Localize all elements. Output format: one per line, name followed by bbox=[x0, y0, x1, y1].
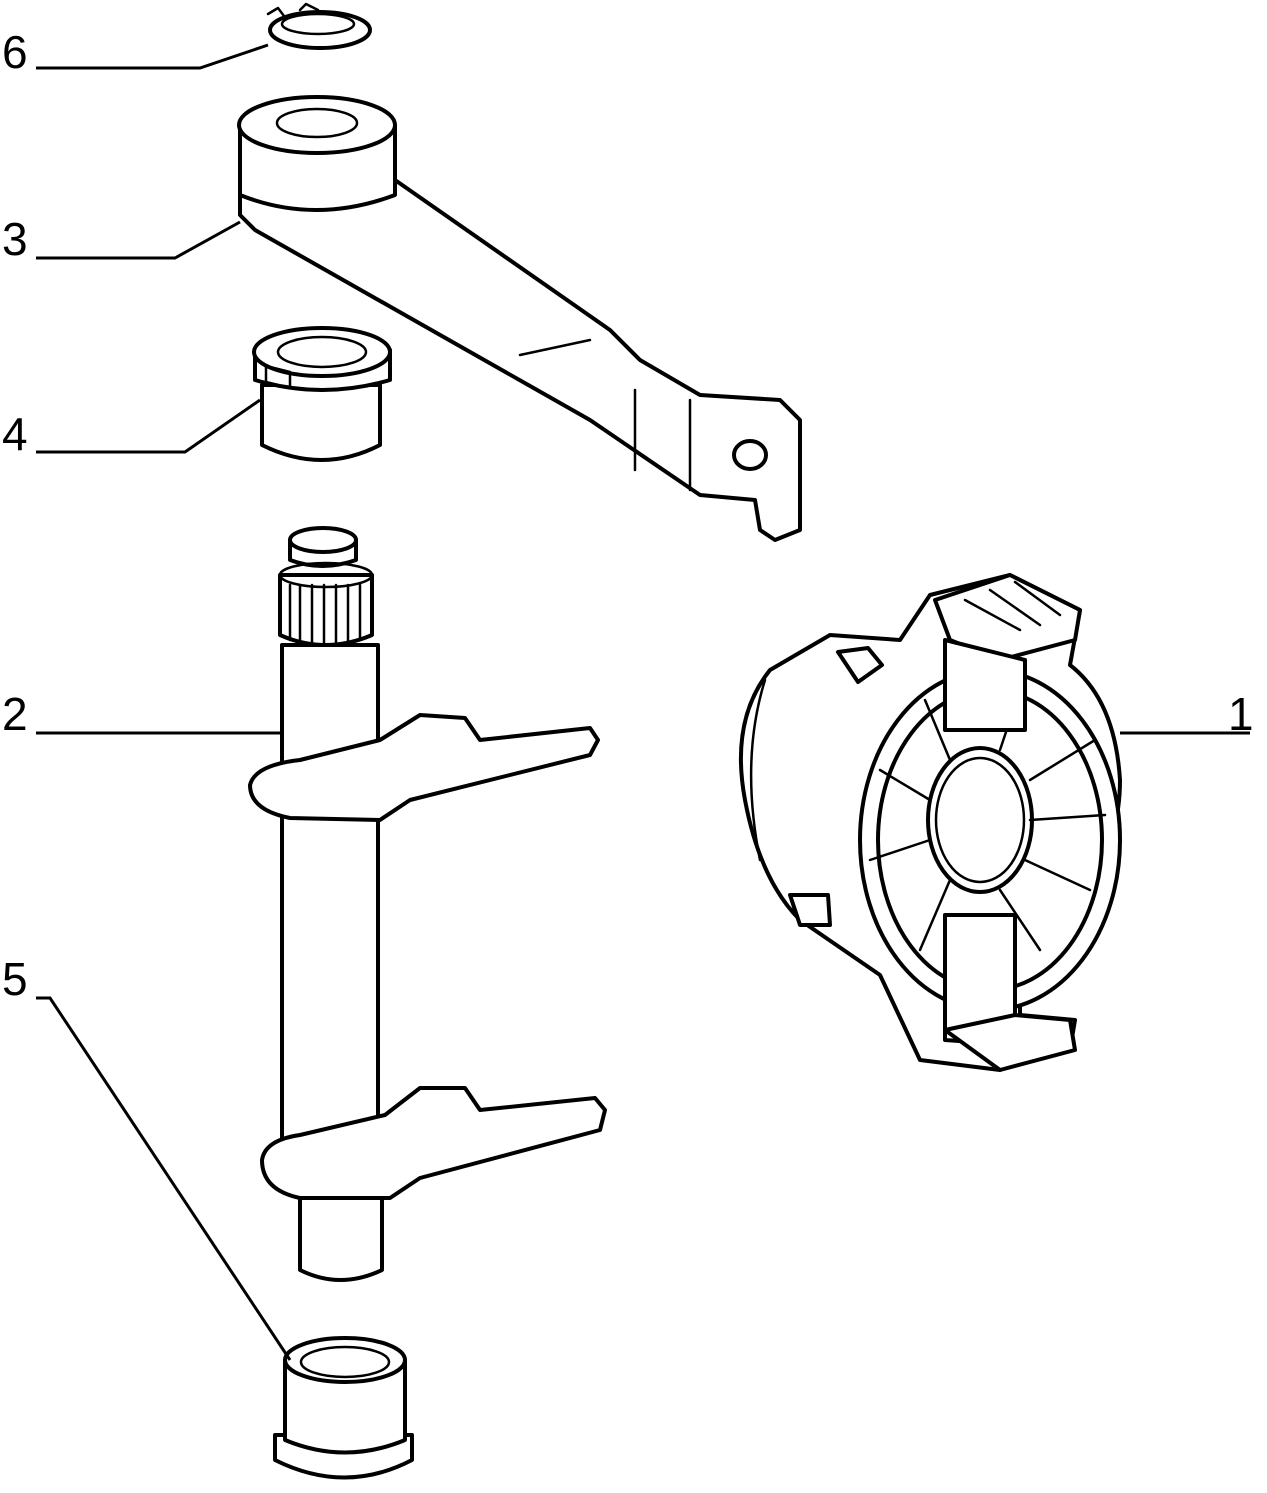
part-4-flanged-bushing bbox=[252, 326, 392, 462]
part-6-snap-ring bbox=[266, 2, 372, 50]
leader-3 bbox=[36, 220, 241, 260]
leader-lines bbox=[36, 43, 1250, 1361]
callout-6: 6 bbox=[2, 26, 28, 78]
part-5-lower-bushing bbox=[273, 1336, 414, 1480]
leader-4 bbox=[36, 398, 261, 454]
callout-1: 1 bbox=[1228, 688, 1254, 740]
part-2-shaft-with-forks bbox=[248, 526, 607, 1282]
part-3-lever-arm bbox=[237, 95, 802, 542]
callout-3: 3 bbox=[2, 213, 28, 265]
leader-6 bbox=[36, 43, 269, 70]
callout-4: 4 bbox=[2, 408, 28, 460]
part-1-release-bearing bbox=[738, 573, 1122, 1072]
callout-2: 2 bbox=[2, 688, 28, 740]
callout-labels: 1 2 3 4 5 6 bbox=[2, 26, 1254, 1005]
callout-5: 5 bbox=[2, 953, 28, 1005]
leader-5 bbox=[36, 996, 292, 1361]
